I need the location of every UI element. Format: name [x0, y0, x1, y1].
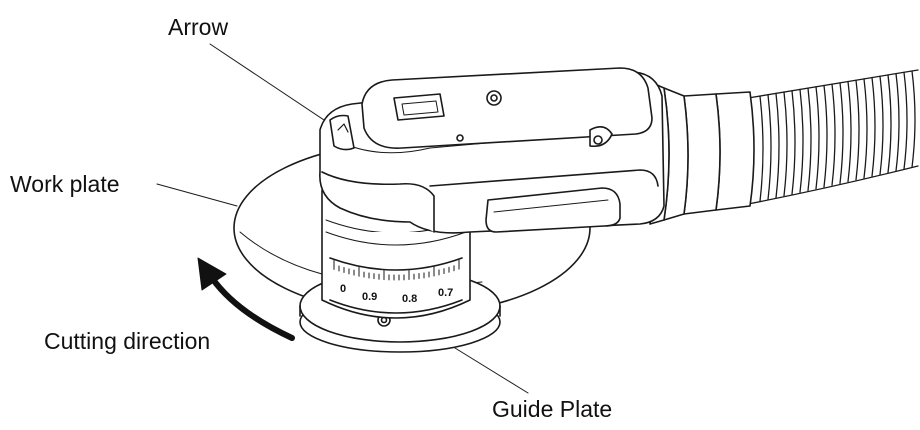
coupler-front-ring — [683, 93, 721, 215]
trigger — [485, 187, 621, 233]
hose-ribs — [759, 70, 916, 202]
hose-rib — [775, 92, 780, 199]
cutting-direction-arrow — [197, 257, 295, 341]
column-groove-2 — [325, 231, 467, 246]
cutting-direction-label: Cutting direction — [44, 328, 211, 354]
hose-rib — [911, 70, 916, 168]
hose-rib — [847, 80, 852, 183]
arrow-indicator-mark — [337, 123, 349, 133]
hose — [747, 69, 919, 205]
hose-rib — [759, 95, 764, 202]
dial-ring-top — [329, 257, 463, 271]
coupler-rear-ring — [715, 91, 755, 211]
arrow-indicator-tab — [329, 114, 355, 151]
hose-rib — [807, 87, 812, 192]
guide-plate-leader — [454, 347, 529, 394]
lever-rivet — [456, 134, 464, 142]
trigger-edge — [493, 199, 609, 213]
curved-arrow-icon — [209, 275, 295, 341]
trigger-body — [485, 187, 621, 233]
hose-rib — [823, 84, 828, 188]
hose-rib — [879, 75, 884, 176]
dial-mark-2: 0.8 — [402, 293, 417, 305]
hose-rib — [887, 74, 892, 174]
work-plate-label: Work plate — [10, 171, 120, 197]
curved-arrow-head — [197, 257, 227, 291]
hose-rib — [799, 88, 804, 194]
dial-mark-1: 0.9 — [362, 291, 377, 303]
hose-rib — [895, 72, 900, 172]
housing-front-face — [321, 171, 435, 233]
hose-coupler — [649, 81, 755, 225]
hose-bottom-edge — [747, 165, 919, 205]
housing-side-panel — [429, 169, 659, 187]
lever-body — [361, 67, 653, 149]
hose-rib — [871, 76, 876, 177]
guide-plate-rim — [299, 305, 501, 317]
arrow-leader — [209, 43, 343, 133]
hose-rib — [831, 83, 836, 186]
dial-mark-0: 0 — [340, 283, 346, 295]
dial-ring-bottom — [329, 299, 463, 314]
arrow-indicator — [329, 114, 355, 151]
hose-rib — [903, 71, 908, 170]
hose-rib — [863, 78, 868, 179]
leader-lines — [156, 43, 529, 394]
lever-pin — [593, 135, 603, 145]
lever-hole-inner — [490, 94, 498, 102]
hose-rib — [815, 86, 820, 190]
work-plate-leader — [156, 183, 238, 207]
hose-rib — [783, 91, 788, 197]
top-lever — [361, 67, 653, 149]
hose-top-edge — [747, 69, 919, 99]
hose-rib — [855, 79, 860, 181]
dial-mark-3: 0.7 — [438, 287, 453, 299]
dial-ticks — [333, 259, 460, 281]
guide-plate-label: Guide Plate — [492, 396, 613, 422]
hose-rib — [791, 90, 796, 195]
lever-slot-inner — [401, 100, 439, 116]
hose-rib — [839, 82, 844, 185]
arrow-label: Arrow — [168, 14, 229, 40]
hose-rib — [767, 94, 772, 201]
